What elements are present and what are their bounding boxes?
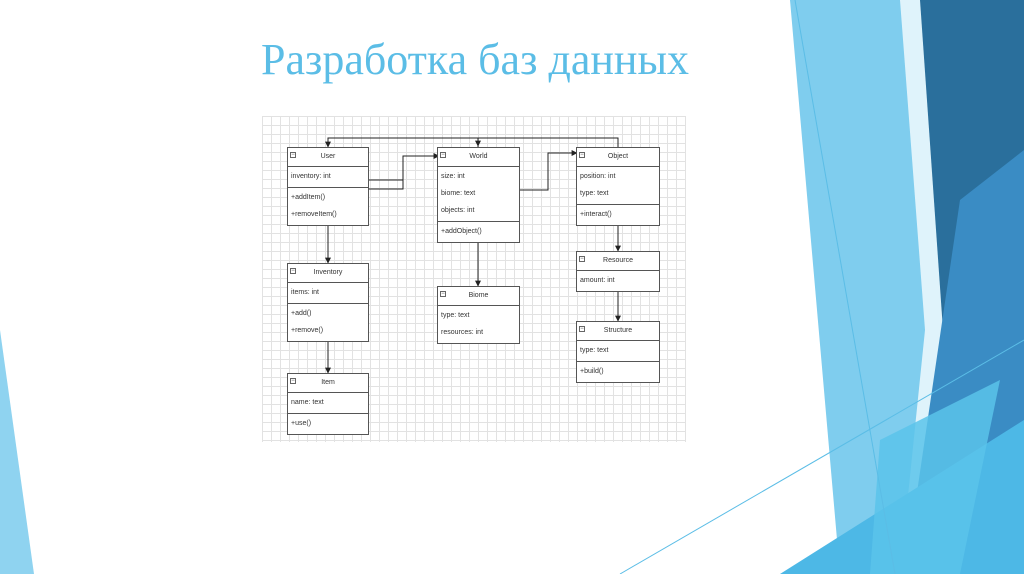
class-biome-name: Biome (468, 292, 489, 299)
class-biome-header: − Biome (438, 287, 519, 306)
class-user-header: − User (288, 148, 368, 167)
class-biome-fields: type: text resources: int (438, 306, 519, 343)
collapse-icon[interactable]: − (290, 152, 296, 158)
collapse-icon[interactable]: − (440, 291, 446, 297)
class-field: amount: int (580, 277, 615, 284)
class-world-fields: size: int biome: text objects: int (438, 167, 519, 222)
class-field: size: int (441, 173, 465, 180)
connector-layer (325, 137, 621, 374)
class-method: +addObject() (441, 228, 482, 235)
class-inventory-methods: +add() +remove() (288, 304, 368, 341)
class-structure-name: Structure (603, 327, 633, 334)
connector-world-to-user (368, 156, 404, 190)
class-field: biome: text (441, 190, 476, 197)
class-field: resources: int (441, 329, 484, 336)
class-method: +remove() (291, 327, 324, 334)
class-object[interactable]: − Object position: int type: text +intera… (576, 147, 660, 226)
class-user[interactable]: − User inventory: int +addItem() +removeI… (287, 147, 369, 226)
class-resource[interactable]: − Resource amount: int (576, 251, 660, 292)
class-field: inventory: int (291, 173, 331, 180)
class-method: +addItem() (291, 194, 326, 201)
class-object-methods: +interact() (577, 205, 659, 225)
collapse-icon[interactable]: − (440, 152, 446, 158)
class-field: type: text (580, 190, 609, 197)
class-structure-header: − Structure (577, 322, 659, 341)
class-item-methods: +use() (288, 414, 368, 434)
class-item-name: Item (321, 379, 335, 386)
class-world-name: World (469, 153, 488, 160)
class-resource-name: Resource (603, 257, 633, 264)
class-field: type: text (441, 312, 470, 319)
connector-object-to-world (475, 137, 619, 147)
class-world-header: − World (438, 148, 519, 167)
class-method: +interact() (580, 211, 612, 218)
class-inventory[interactable]: − Inventory items: int +add() +remove() (287, 263, 369, 342)
connector-world-to-object (520, 150, 578, 191)
left-edge-shape (0, 330, 34, 574)
class-item[interactable]: − Item name: text +use() (287, 373, 369, 435)
slide-title: Разработка баз данных (260, 35, 690, 84)
class-biome[interactable]: − Biome type: text resources: int (437, 286, 520, 344)
class-field: objects: int (441, 207, 475, 214)
class-structure-methods: +build() (577, 362, 659, 382)
deco-line-1 (794, 0, 896, 574)
class-object-name: Object (607, 153, 629, 160)
class-method: +removeItem() (291, 211, 337, 218)
class-diagram: − User inventory: int +addItem() +removeI… (262, 116, 686, 442)
class-user-methods: +addItem() +removeItem() (288, 188, 368, 225)
class-method: +add() (291, 310, 312, 317)
collapse-icon[interactable]: − (290, 268, 296, 274)
class-field: type: text (580, 347, 609, 354)
deco-line-2 (619, 339, 1024, 574)
class-resource-header: − Resource (577, 252, 659, 271)
class-user-fields: inventory: int (288, 167, 368, 188)
class-world[interactable]: − World size: int biome: text objects: in… (437, 147, 520, 243)
connector-world-top-to-user (325, 137, 479, 148)
class-inventory-fields: items: int (288, 283, 368, 304)
class-inventory-header: − Inventory (288, 264, 368, 283)
collapse-icon[interactable]: − (290, 378, 296, 384)
class-object-fields: position: int type: text (577, 167, 659, 205)
class-method: +use() (291, 420, 312, 427)
class-structure-fields: type: text (577, 341, 659, 362)
class-field: items: int (291, 289, 320, 296)
collapse-icon[interactable]: − (579, 256, 585, 262)
class-user-name: User (320, 153, 336, 160)
class-inventory-name: Inventory (313, 269, 343, 276)
class-item-fields: name: text (288, 393, 368, 414)
collapse-icon[interactable]: − (579, 152, 585, 158)
right-bottom-light-shape (870, 380, 1000, 574)
class-structure[interactable]: − Structure type: text +build() (576, 321, 660, 383)
class-field: name: text (291, 399, 324, 406)
class-method: +build() (580, 368, 604, 375)
class-item-header: − Item (288, 374, 368, 393)
right-light-shape (790, 0, 925, 574)
class-resource-fields: amount: int (577, 271, 659, 291)
collapse-icon[interactable]: − (579, 326, 585, 332)
class-world-methods: +addObject() (438, 222, 519, 242)
class-field: position: int (580, 173, 616, 180)
class-object-header: − Object (577, 148, 659, 167)
